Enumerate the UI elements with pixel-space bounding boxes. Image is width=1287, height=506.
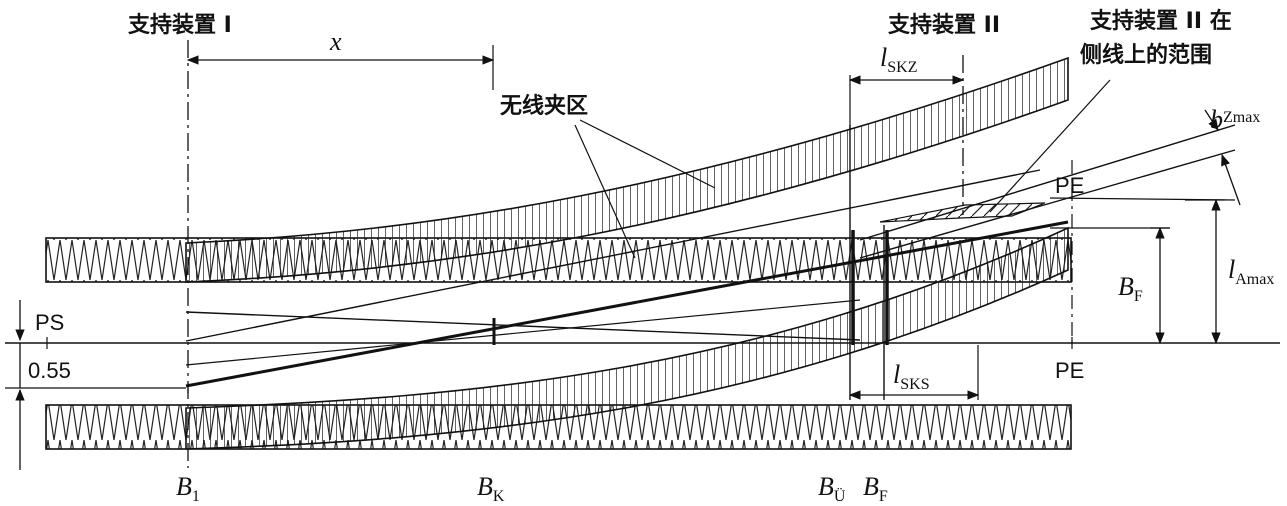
point-b1-label: B1 — [176, 472, 200, 505]
centreline-ticks — [46, 337, 1073, 393]
point-bu-label: BÜ — [818, 472, 846, 505]
support2-label: 支持装置 II — [888, 13, 1000, 38]
b-f-dimension-label: BF — [1118, 272, 1143, 305]
diverging-track-upper-band — [185, 56, 1069, 283]
ps-label: PS — [35, 310, 64, 335]
pe-bottom-label: PE — [1055, 358, 1084, 383]
x-label: x — [329, 27, 342, 56]
no-clamp-zone-label: 无线夹区 — [500, 93, 588, 119]
dimension-lines — [15, 55, 1241, 470]
support2-range-label-line1: 支持装置 II 在 — [1090, 8, 1232, 34]
masts — [492, 45, 979, 400]
diverging-track-lower-band — [185, 226, 1069, 450]
b-zmax-label: bZmax — [1210, 105, 1260, 134]
leader-lines — [574, 79, 1111, 259]
l-sks-label: lSKS — [893, 360, 930, 393]
pe-top-label: PE — [1055, 173, 1084, 198]
point-bf-label: BF — [863, 472, 888, 505]
support2-range-label-line2: 侧线上的范围 — [1080, 42, 1212, 68]
support1-label: 支持装置 I — [128, 13, 232, 38]
point-bk-label: BK — [477, 472, 505, 505]
l-amax-label: lAmax — [1228, 255, 1274, 288]
offset-055-label: 0.55 — [28, 358, 71, 383]
l-skz-label: lSKZ — [880, 43, 917, 76]
